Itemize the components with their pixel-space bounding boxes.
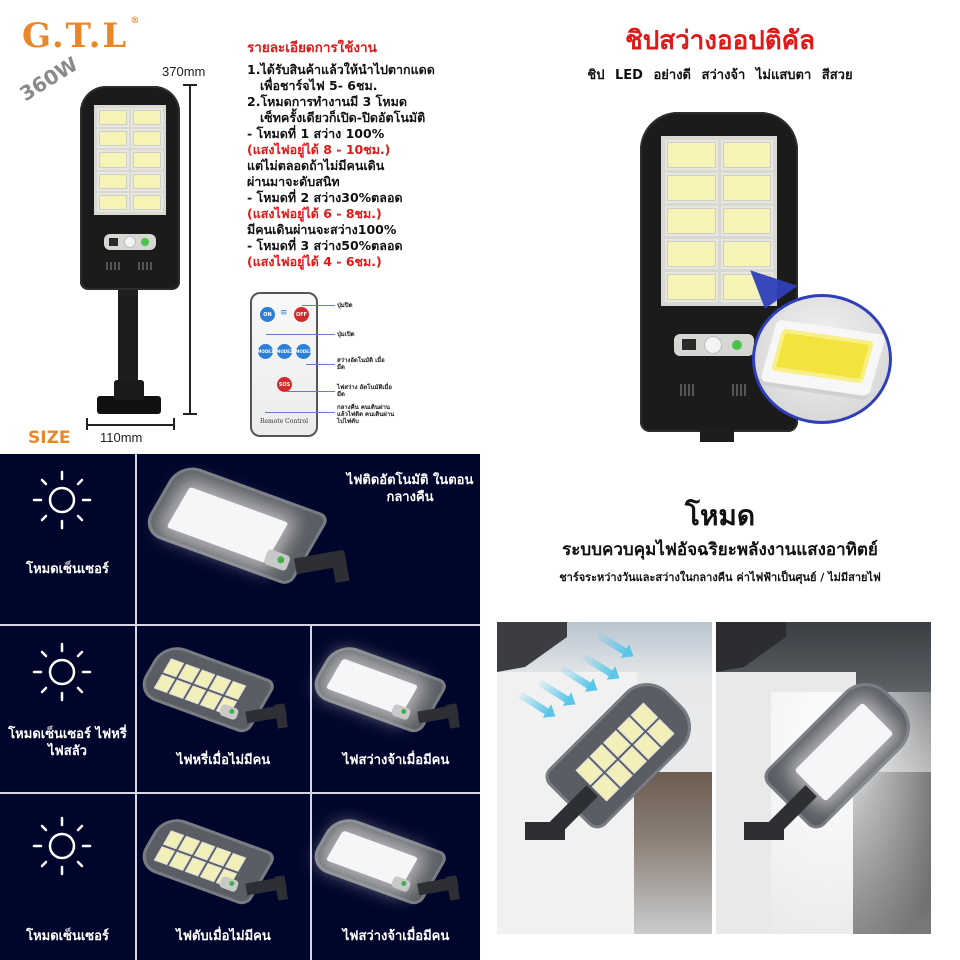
brand-logo: G.T.L® bbox=[22, 16, 142, 56]
instruction-line: แต่ไม่ตลอดถ้าไม่มีคนเดิน bbox=[247, 158, 385, 173]
chip-title: ชิปสว่างออปติคัล bbox=[625, 26, 815, 56]
lamp-off-image bbox=[134, 813, 306, 916]
lamp-bright-image bbox=[306, 813, 478, 916]
lamp-dim-image bbox=[134, 641, 306, 744]
remote-on-button: ON bbox=[260, 307, 275, 322]
instruction-line: - โหมดที่ 1 สว่าง 100% bbox=[247, 126, 385, 141]
size-label: SIZE bbox=[28, 428, 71, 448]
wireless-icon: ≡ bbox=[280, 308, 288, 318]
width-dimension-line bbox=[86, 424, 174, 426]
lamp-bracket bbox=[700, 428, 734, 442]
sun-icon bbox=[32, 816, 92, 876]
daytime-charging-image bbox=[497, 622, 712, 934]
mode-subtitle: ระบบควบคุมไฟอัจฉริยะพลังงานแสงอาทิตย์ bbox=[562, 540, 878, 560]
remote-sos-button: SOS bbox=[277, 377, 292, 392]
remote-mode1-button: MODE1 bbox=[257, 344, 274, 359]
remote-off-button: OFF bbox=[294, 307, 309, 322]
dimension-cap bbox=[173, 418, 175, 430]
instruction-line: เซ็ทครั้งเดียวก็เปิด-ปิดอัตโนมัติ bbox=[260, 110, 426, 125]
lamp-mount-base bbox=[97, 396, 161, 414]
height-dimension-line bbox=[189, 84, 191, 414]
sun-icon bbox=[32, 470, 92, 530]
instructions-title: รายละเอียดการใช้งาน bbox=[247, 40, 377, 56]
sensor-modes-grid: โหมดเซ็นเซอร์ ไฟติดอัตโนมัติ ในตอนกลางคื… bbox=[0, 454, 480, 960]
cell-caption: ไฟดับเมื่อไม่มีคน bbox=[176, 929, 271, 944]
callout-line bbox=[265, 412, 335, 413]
instruction-line: - โหมดที่ 2 สว่าง30%ตลอด bbox=[247, 190, 403, 205]
callout-line bbox=[306, 364, 335, 365]
callout-line bbox=[285, 391, 335, 392]
nighttime-lighting-image bbox=[716, 622, 931, 934]
height-dimension-label: 370mm bbox=[162, 64, 206, 79]
width-dimension-label: 110mm bbox=[100, 430, 143, 445]
remote-mode3-button: MODE3 bbox=[295, 344, 312, 359]
lamp-bright-image bbox=[306, 641, 478, 744]
cell-caption: ไฟติดอัตโนมัติ ในตอนกลางคืน bbox=[346, 473, 474, 505]
callout-line bbox=[302, 305, 335, 306]
mode-title: โหมด bbox=[684, 499, 756, 532]
instruction-line-duration: (แสงไฟอยู่ได้ 6 - 8ชม.) bbox=[247, 206, 382, 221]
instruction-line: 1.ได้รับสินค้าแล้วให้นำไปตากแดด bbox=[247, 62, 435, 77]
instruction-line: เพื่อชาร์จไฟ 5- 6ชม. bbox=[260, 78, 378, 93]
instruction-line-duration: (แสงไฟอยู่ได้ 4 - 6ชม.) bbox=[247, 254, 382, 269]
remote-note-mode3: สว่างอัตโนมัติ เมื่อมืด bbox=[337, 357, 385, 371]
instruction-line: 2.โหมดการทำงานมี 3 โหมด bbox=[247, 94, 407, 109]
sun-icon bbox=[32, 642, 92, 702]
lamp-bracket bbox=[118, 290, 138, 390]
lamp-bright-image bbox=[139, 461, 355, 594]
remote-note-sos: ไฟสว่าง อัตโนมัติเมื่อมืด bbox=[337, 384, 392, 398]
led-chip-zoom-image bbox=[752, 294, 892, 424]
instruction-line-duration: (แสงไฟอยู่ได้ 8 - 10ชม.) bbox=[247, 142, 391, 157]
dimension-cap bbox=[183, 84, 197, 86]
wattage-label: 360W bbox=[15, 51, 83, 106]
cell-caption: ไฟสว่างจ้าเมื่อมีคน bbox=[342, 753, 450, 768]
cell-caption: ไฟหรี่เมื่อไม่มีคน bbox=[176, 753, 271, 768]
mode-label: โหมดเซ็นเซอร์ ไฟหรี่ ไฟสลัว bbox=[8, 727, 127, 759]
callout-line bbox=[266, 334, 335, 335]
mode-label: โหมดเซ็นเซอร์ bbox=[26, 562, 109, 577]
instruction-line: มีคนเดินผ่านจะสว่าง100% bbox=[247, 222, 397, 237]
remote-note-off: ปุ่มปิด bbox=[337, 302, 353, 309]
mode-description: ชาร์จระหว่างวันและสว่างในกลางคืน ค่าไฟฟ้… bbox=[559, 571, 881, 584]
instruction-line: - โหมดที่ 3 สว่าง50%ตลอด bbox=[247, 238, 403, 253]
mode-label: โหมดเซ็นเซอร์ bbox=[26, 929, 109, 944]
instruction-line: ผ่านมาจะดับสนิท bbox=[247, 174, 340, 189]
remote-note-on: ปุ่มเปิด bbox=[337, 331, 355, 338]
cell-caption: ไฟสว่างจ้าเมื่อมีคน bbox=[342, 929, 450, 944]
product-lamp-image bbox=[80, 86, 180, 290]
remote-mode2-button: MODE2 bbox=[276, 344, 293, 359]
chip-subtitle: ชิป LED อย่างดี สว่างจ้า ไม่แสบตา สีสวย bbox=[587, 68, 853, 83]
dimension-cap bbox=[183, 413, 197, 415]
remote-label: Remote Control bbox=[259, 418, 309, 425]
usage-instructions: รายละเอียดการใช้งาน 1.ได้รับสินค้าแล้วให… bbox=[247, 40, 477, 270]
remote-note-mode1: กลางคืน คนเดินผ่านแล้วไฟติด คนเดินผ่านไป… bbox=[337, 404, 395, 425]
dimension-cap bbox=[86, 418, 88, 430]
